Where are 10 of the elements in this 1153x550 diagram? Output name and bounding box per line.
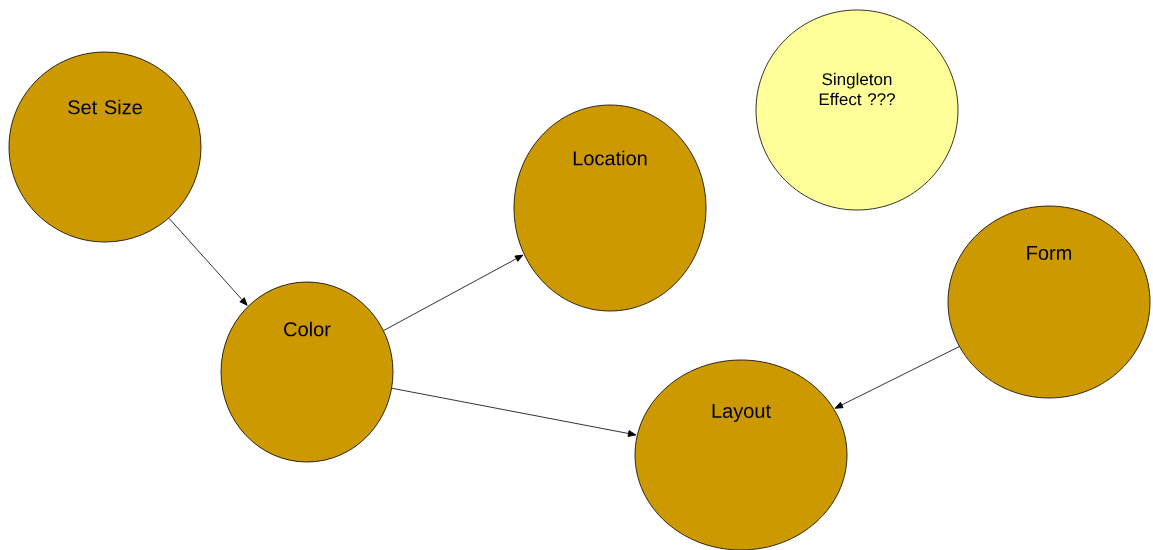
circle-node: Set Size: [8, 51, 202, 243]
circle-node: Location: [513, 104, 707, 312]
circle-node: Form: [947, 205, 1151, 399]
arrow: [834, 346, 960, 409]
circle-node: Layout: [634, 359, 848, 550]
arrow: [391, 387, 637, 437]
arrow: [168, 217, 248, 306]
arrow: [383, 254, 524, 331]
circle-node: Singleton Effect ???: [755, 9, 959, 211]
circle-node: Color: [220, 281, 394, 463]
